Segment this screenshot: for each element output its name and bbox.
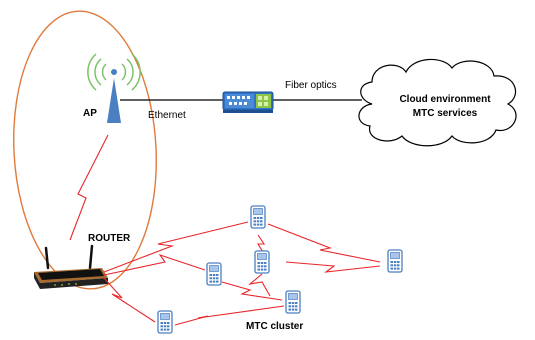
link-device3-device6 — [285, 261, 381, 273]
switch-icon — [222, 91, 274, 113]
link-device5-device4 — [174, 305, 285, 326]
mtc-device-icon — [157, 310, 173, 334]
cloud-icon — [358, 58, 517, 147]
mtc-device-icon — [254, 250, 270, 274]
link-device1-device6 — [267, 223, 381, 263]
mtc-device-icon — [206, 262, 222, 286]
mtc-device-icon — [387, 249, 403, 273]
cloud-label-line1: Cloud environment — [399, 94, 491, 105]
mtc-cluster-label: MTC cluster — [246, 321, 304, 332]
ap-label: AP — [83, 108, 97, 119]
cloud-label-line2: MTC services — [412, 108, 478, 119]
ethernet-label: Ethernet — [148, 110, 186, 121]
ap-router-group-ellipse — [13, 10, 157, 290]
mtc-device-icon — [250, 205, 266, 229]
link-router-device1 — [103, 221, 249, 273]
wireless-links — [69, 134, 381, 326]
link-device2-device4 — [221, 281, 283, 301]
router-icon — [34, 244, 108, 289]
link-device1-device3 — [257, 234, 266, 253]
link-router-device2 — [103, 253, 206, 276]
link-router-device5 — [103, 277, 156, 323]
link-router-ap — [69, 134, 109, 241]
link-device3-device4 — [248, 273, 271, 297]
router-label: ROUTER — [88, 233, 131, 244]
mtc-device-icon — [285, 290, 301, 314]
access-point-icon — [87, 53, 141, 123]
fiber-optics-label: Fiber optics — [285, 80, 337, 91]
